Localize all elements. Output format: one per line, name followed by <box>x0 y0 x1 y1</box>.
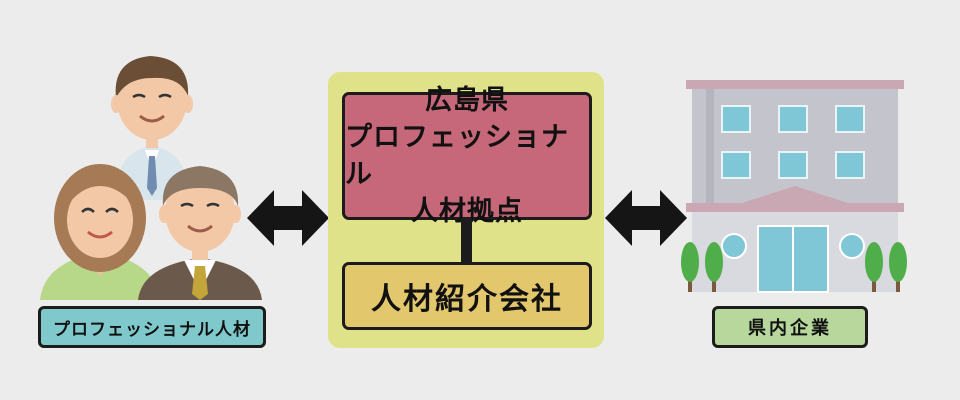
hub-title-line1: 広島県 <box>425 85 509 116</box>
hiroshima-professional-hub-box: 広島県 プロフェッショナル 人材拠点 <box>342 85 592 227</box>
local-companies-label-box: 県内企業 <box>712 306 868 348</box>
tree-icon <box>865 242 883 292</box>
hub-connector-line <box>461 218 472 264</box>
double-arrow-icon <box>605 190 687 246</box>
tree-icon <box>705 242 723 292</box>
recruitment-agency-box: 人材紹介会社 <box>342 262 592 330</box>
double-arrow-icon <box>247 190 329 246</box>
recruitment-agency-label: 人材紹介会社 <box>371 282 563 317</box>
local-companies-label: 県内企業 <box>748 318 832 339</box>
company-building-illustration <box>681 80 907 293</box>
professionals-label-box: プロフェッショナル人材 <box>38 306 266 348</box>
person-woman <box>40 164 160 300</box>
tree-icon <box>681 242 699 292</box>
person-man-front <box>138 166 262 300</box>
professionals-label: プロフェッショナル人材 <box>53 319 251 340</box>
hub-title-line2: プロフェッショナル <box>345 122 569 190</box>
professionals-illustration <box>40 56 262 300</box>
tree-icon <box>889 242 907 292</box>
